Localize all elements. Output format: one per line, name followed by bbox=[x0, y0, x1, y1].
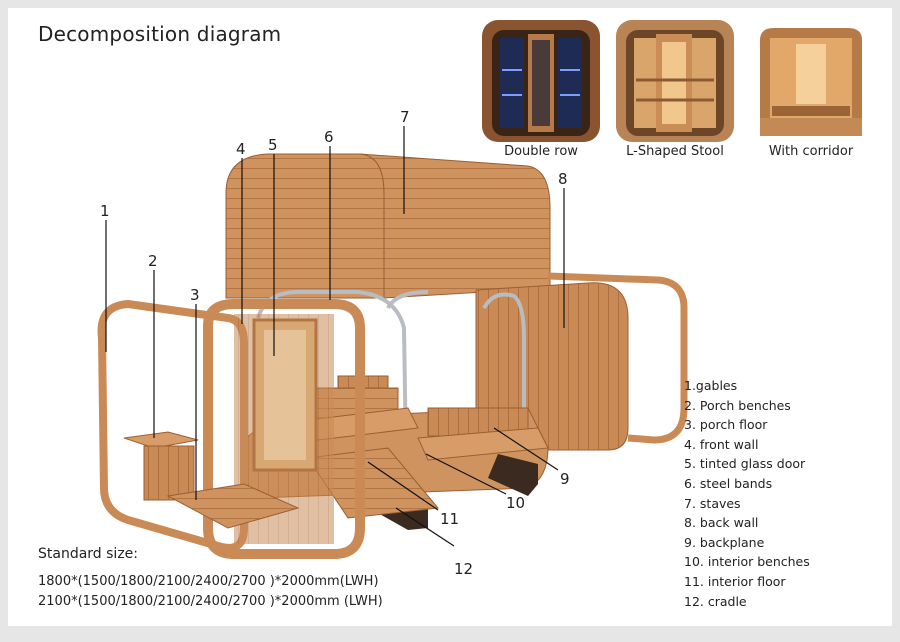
double-row-sauna-photo bbox=[482, 20, 600, 142]
tinted-glass-door-part bbox=[252, 318, 318, 472]
variant-caption: With corridor bbox=[768, 144, 854, 159]
callout-5: 5 bbox=[268, 136, 278, 154]
staves-part bbox=[225, 153, 551, 299]
exploded-sauna-illustration: 1 2 3 4 5 6 7 8 9 10 11 12 bbox=[97, 108, 688, 578]
callout-numbers: 1 2 3 4 5 6 7 8 9 10 11 12 bbox=[100, 108, 570, 578]
with-corridor-sauna-photo bbox=[752, 20, 870, 142]
legend-item: 6. steel bands bbox=[684, 475, 773, 491]
front-wall-part bbox=[203, 299, 365, 559]
standard-size-line: 2100*(1500/1800/2100/2400/2700 )*2000mm … bbox=[38, 594, 383, 609]
callout-3: 3 bbox=[190, 286, 200, 304]
callout-8: 8 bbox=[558, 170, 568, 188]
callout-9: 9 bbox=[560, 470, 570, 488]
porch-floor-part bbox=[166, 483, 300, 529]
legend-item: 8. back wall bbox=[684, 515, 759, 531]
legend-item: 5. tinted glass door bbox=[684, 456, 806, 472]
variant-caption: L-Shaped Stool bbox=[626, 144, 724, 159]
callout-6: 6 bbox=[324, 128, 334, 146]
diagram-title: Decomposition diagram bbox=[38, 22, 282, 46]
parts-legend: 1.gables 2. Porch benches 3. porch floor… bbox=[684, 376, 810, 611]
variant-caption: Double row bbox=[504, 144, 578, 159]
leader-lines bbox=[105, 126, 565, 547]
callout-2: 2 bbox=[148, 252, 158, 270]
legend-item: 4. front wall bbox=[684, 436, 759, 452]
callout-12: 12 bbox=[454, 560, 473, 578]
legend-item: 9. backplane bbox=[684, 534, 765, 550]
l-shaped-stool-sauna-photo bbox=[616, 20, 734, 142]
legend-item: 11. interior floor bbox=[684, 573, 786, 589]
callout-11: 11 bbox=[440, 510, 459, 528]
callout-7: 7 bbox=[400, 108, 410, 126]
legend-item: 12. cradle bbox=[684, 593, 747, 609]
legend-item: 10. interior benches bbox=[684, 554, 810, 570]
legend-item: 7. staves bbox=[684, 495, 741, 511]
callout-4: 4 bbox=[236, 140, 246, 158]
legend-item: 1.gables bbox=[684, 378, 738, 393]
legend-item: 3. porch floor bbox=[684, 417, 768, 433]
standard-size-line: 1800*(1500/1800/2100/2400/2700 )*2000mm(… bbox=[38, 574, 379, 589]
callout-1: 1 bbox=[100, 202, 110, 220]
callout-10: 10 bbox=[506, 494, 525, 512]
legend-item: 2. Porch benches bbox=[684, 397, 791, 413]
porch-benches-part bbox=[123, 431, 199, 501]
diagram-page: Decomposition diagram bbox=[8, 8, 892, 626]
standard-size-title: Standard size: bbox=[38, 546, 139, 562]
